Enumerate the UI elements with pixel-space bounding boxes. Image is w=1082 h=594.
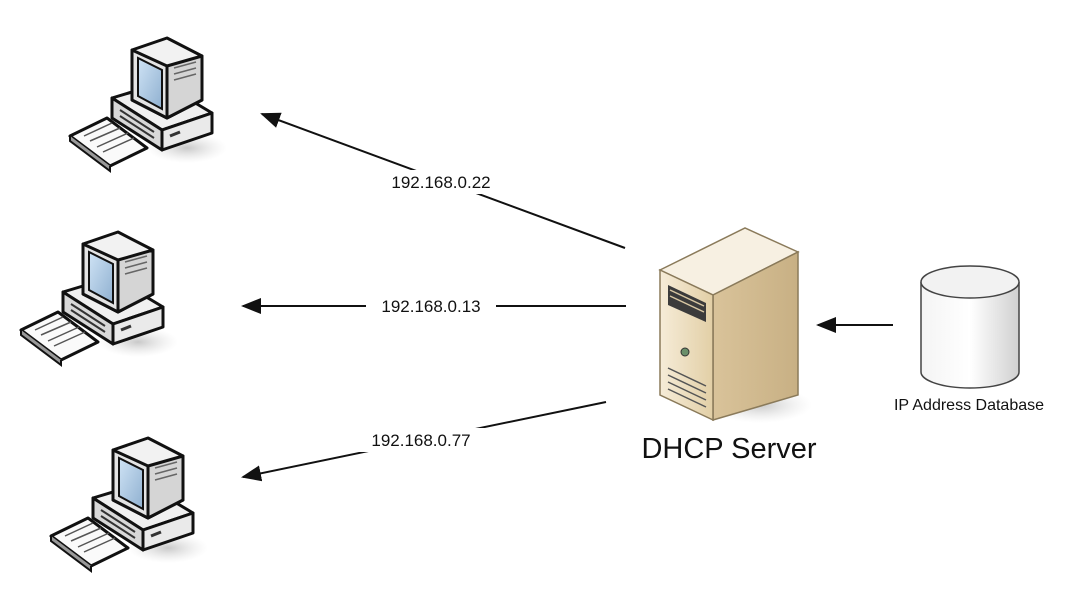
server-icon <box>658 227 812 423</box>
ip-label-client-1: 192.168.0.22 <box>391 173 490 192</box>
ip-label-client-3: 192.168.0.77 <box>371 431 470 450</box>
computer-icon <box>49 436 210 573</box>
ip-label-client-2: 192.168.0.13 <box>381 297 480 316</box>
server-label: DHCP Server <box>641 433 816 465</box>
database-icon <box>920 265 1020 389</box>
database-label: IP Address Database <box>894 397 1044 414</box>
computer-icon <box>68 36 229 173</box>
computer-icon <box>19 230 180 367</box>
